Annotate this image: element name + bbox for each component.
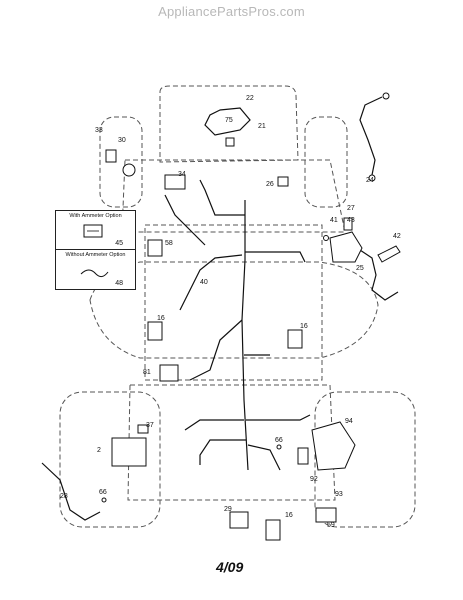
key-switch-30 [122, 163, 136, 177]
callout-42: 42 [393, 233, 401, 240]
harness-branch-upper [199, 179, 245, 216]
headlight-harness-box [225, 137, 235, 147]
callout-75: 75 [225, 117, 233, 124]
watermark: AppliancePartsPros.com [158, 4, 305, 19]
relay-81 [159, 364, 179, 382]
lead-42 [377, 245, 401, 263]
harness-branch-lower-left [184, 419, 244, 431]
callout-21: 21 [258, 123, 266, 130]
cable-28 [41, 462, 101, 521]
part-59 [315, 507, 337, 523]
harness-branch-left [179, 254, 243, 311]
callout-59: 59 [327, 522, 335, 529]
harness-branch-lower-right [246, 414, 311, 421]
battery-clamp-37 [137, 424, 149, 434]
front-wheel-right [304, 116, 348, 208]
callout-26: 26 [266, 181, 274, 188]
rear-wheel-left [59, 391, 161, 528]
harness-rear-left [199, 439, 246, 465]
cable-24 [359, 96, 383, 176]
front-axle-outline [121, 159, 346, 233]
screw-66-rear [101, 497, 107, 503]
callout-2: 2 [97, 447, 101, 454]
callout-66-rear: 66 [99, 489, 107, 496]
bracket-94 [311, 421, 356, 471]
callout-27: 27 [347, 205, 355, 212]
cable-end-24-bottom [368, 174, 376, 182]
ammeter-icon [83, 224, 103, 238]
callout-33: 33 [95, 127, 103, 134]
without-ammeter-panel: Without Ammeter Option 48 [56, 250, 135, 289]
callout-92: 92 [310, 476, 318, 483]
callout-40: 40 [200, 279, 208, 286]
rear-wheel-right [314, 391, 416, 528]
screw-66-mid [276, 444, 282, 450]
bolt-41 [323, 235, 329, 241]
with-ammeter-title: With Ammeter Option [69, 213, 122, 219]
lead-headlights [204, 107, 251, 136]
switch-16-bottom [265, 519, 281, 541]
with-ammeter-panel: With Ammeter Option 45 [56, 211, 135, 250]
jumper-wire-icon [80, 269, 109, 278]
callout-94: 94 [345, 418, 353, 425]
connector-26 [277, 176, 289, 187]
starter-terminal-27 [343, 217, 353, 231]
switch-33 [105, 149, 117, 163]
frame-outline [144, 224, 323, 381]
cable-25 [359, 249, 399, 301]
callout-58: 58 [165, 240, 173, 247]
lead-to-58 [164, 194, 206, 246]
callout-81: 81 [143, 369, 151, 376]
callout-16-right: 16 [300, 323, 308, 330]
callout-24: 24 [366, 177, 374, 184]
harness-rear-right [247, 444, 281, 471]
harness-to-81 [189, 319, 243, 381]
callout-66-mid: 66 [275, 437, 283, 444]
module-34 [164, 174, 186, 190]
switch-29 [229, 511, 249, 529]
solenoid-43 [329, 231, 363, 263]
callout-25: 25 [356, 265, 364, 272]
seat-body-outline [127, 384, 336, 501]
callout-34: 34 [178, 171, 186, 178]
part-45-label: 45 [115, 240, 123, 247]
revision-date-code: 4/09 [216, 559, 244, 575]
cable-end-24-top [382, 92, 390, 100]
callout-22: 22 [246, 95, 254, 102]
plug-58 [147, 239, 163, 257]
harness-branch-right [245, 251, 306, 263]
callout-16-left: 16 [157, 315, 165, 322]
callout-93: 93 [335, 491, 343, 498]
callout-28: 28 [60, 493, 68, 500]
relay-16-left [147, 321, 163, 341]
callout-43: 43 [347, 217, 355, 224]
callout-30: 30 [118, 137, 126, 144]
part-48-label: 48 [115, 280, 123, 287]
without-ammeter-title: Without Ammeter Option [65, 252, 126, 258]
callout-29: 29 [224, 506, 232, 513]
callout-37: 37 [146, 422, 154, 429]
switch-92 [297, 447, 309, 465]
front-wheel-left [99, 116, 143, 208]
harness-trunk [241, 200, 249, 471]
relay-16-right [287, 329, 303, 349]
battery-2 [111, 437, 147, 467]
ammeter-option-inset: With Ammeter Option 45 Without Ammeter O… [55, 210, 136, 290]
callout-16-bottom: 16 [285, 512, 293, 519]
hood-outline [159, 85, 299, 163]
callout-labels: 22 75 21 33 30 34 26 24 58 41 27 43 42 2… [60, 95, 401, 529]
callout-41: 41 [330, 217, 338, 224]
components [101, 92, 401, 541]
wiring-harness [41, 96, 399, 521]
